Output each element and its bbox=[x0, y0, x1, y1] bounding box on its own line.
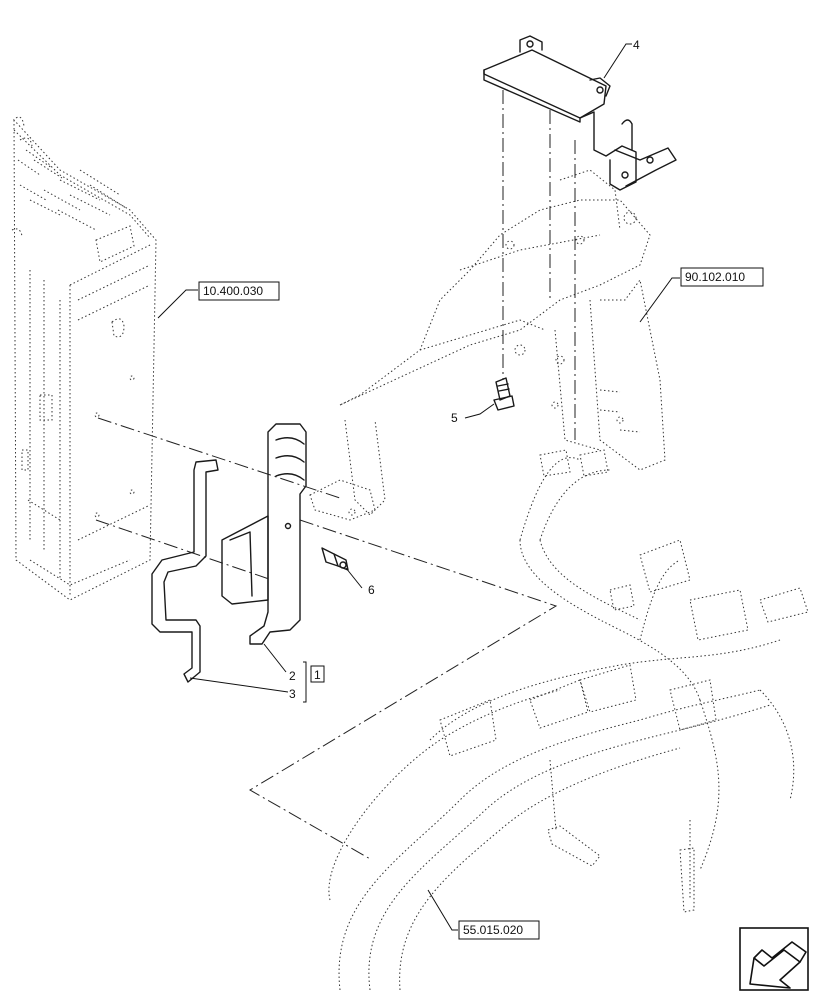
callout-5: 5 bbox=[451, 411, 458, 425]
callout-4: 4 bbox=[633, 38, 640, 52]
leader-lines bbox=[157, 43, 680, 931]
screw-item-6-drawing bbox=[321, 547, 349, 571]
mounting-frame-drawing bbox=[309, 169, 666, 521]
bracket-ref-label: 1 bbox=[314, 668, 321, 682]
reference-harness-label: 55.015.020 bbox=[463, 923, 523, 937]
bracket-item-4-drawing bbox=[483, 35, 677, 191]
reference-link-frame[interactable]: 90.102.010 bbox=[680, 267, 764, 287]
callout-3: 3 bbox=[289, 687, 296, 701]
bracket-ref-box bbox=[310, 665, 325, 683]
reference-frame-label: 90.102.010 bbox=[685, 270, 745, 284]
callout-2: 2 bbox=[289, 669, 296, 683]
bracket-item-2-drawing bbox=[221, 423, 307, 645]
screw-item-5-drawing bbox=[493, 377, 515, 411]
wiring-harness-drawing bbox=[328, 449, 809, 991]
reference-link-ecu[interactable]: 10.400.030 bbox=[198, 281, 280, 301]
reference-link-harness[interactable]: 55.015.020 bbox=[458, 920, 540, 940]
reference-ecu-label: 10.400.030 bbox=[203, 284, 263, 298]
view-direction-arrow-icon bbox=[739, 927, 809, 991]
control-unit-drawing bbox=[11, 116, 157, 601]
assembly-lines bbox=[95, 90, 576, 861]
rail-item-3-drawing bbox=[151, 459, 219, 683]
callout-6: 6 bbox=[368, 583, 375, 597]
